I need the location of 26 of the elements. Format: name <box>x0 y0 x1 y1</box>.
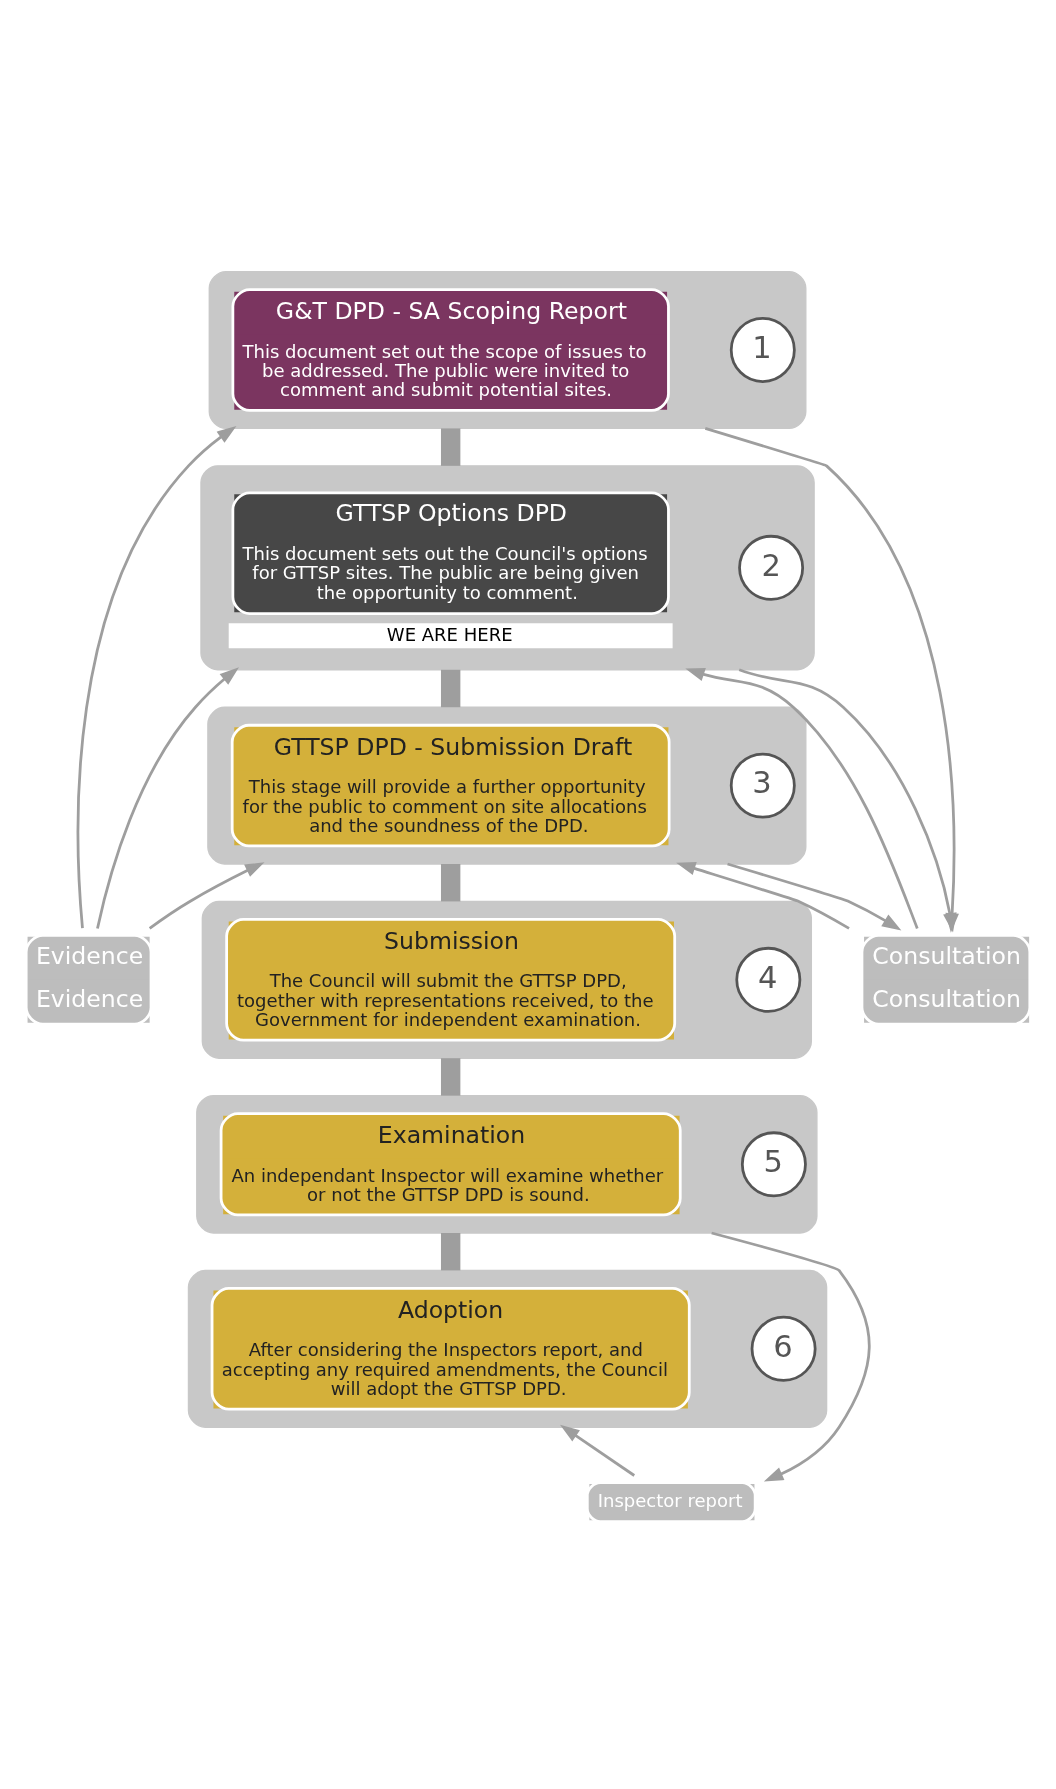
node-circle: 4 <box>735 946 802 1013</box>
arrow <box>148 862 265 930</box>
node-circle: 5 <box>740 1131 807 1198</box>
arrow <box>685 668 919 929</box>
cluster <box>200 465 815 671</box>
node-circle: 3 <box>729 752 796 819</box>
arrow <box>560 1424 636 1477</box>
arrow <box>676 862 850 930</box>
cluster <box>207 706 807 865</box>
node-circle: 6 <box>750 1315 817 1382</box>
connector <box>440 1058 461 1096</box>
connector <box>440 864 461 902</box>
arrow <box>727 862 902 931</box>
connector <box>440 428 461 466</box>
cluster <box>208 270 807 430</box>
node-circle: 1 <box>729 317 796 383</box>
arrow <box>711 1231 871 1482</box>
node-label: WE ARE HERE <box>386 623 513 645</box>
node-circle: 2 <box>738 534 805 601</box>
cluster <box>187 1269 828 1428</box>
connector <box>440 1233 461 1271</box>
arrow <box>76 425 237 929</box>
cluster <box>201 900 813 1059</box>
connector <box>440 669 461 708</box>
cluster <box>196 1094 818 1234</box>
arrow <box>96 667 239 929</box>
